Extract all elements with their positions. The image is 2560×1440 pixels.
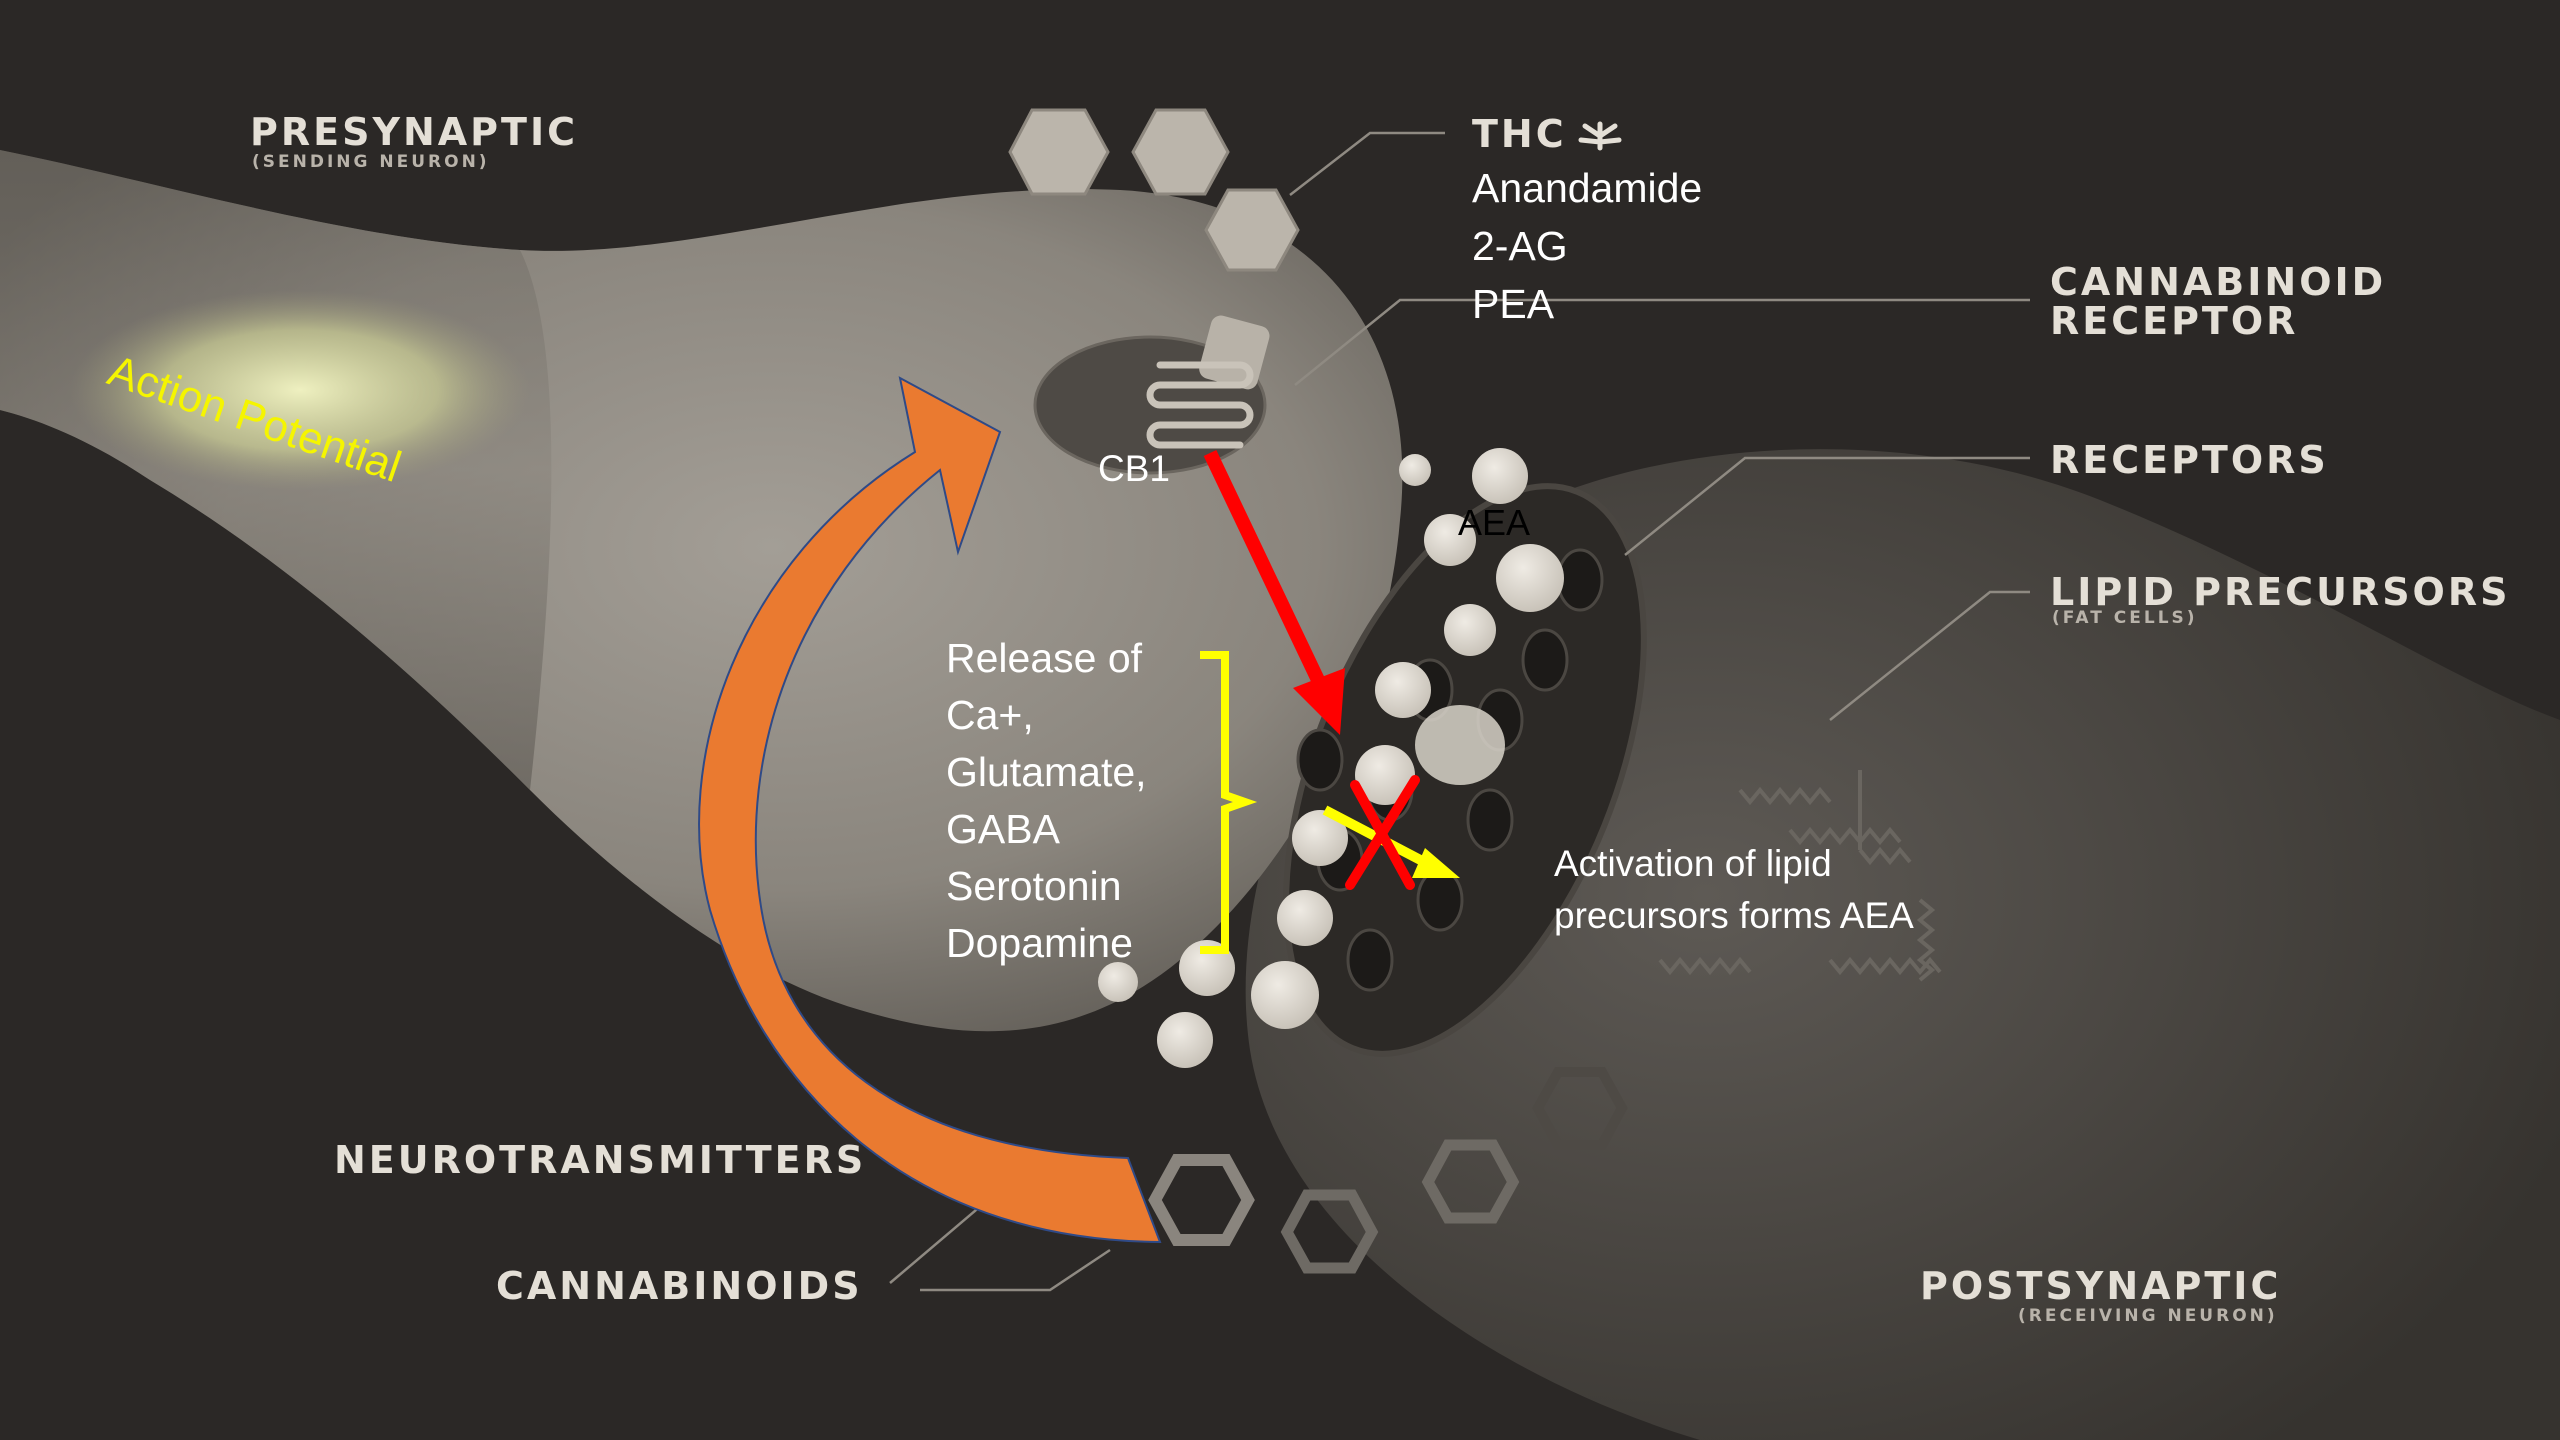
aea-label: AEA [1458, 502, 1530, 544]
activation-line: precursors forms AEA [1554, 890, 1914, 942]
cannabinoid-receptor-label-1: CANNABINOID [2050, 262, 2386, 302]
release-line: Serotonin [946, 858, 1147, 915]
release-list: Release of Ca+, Glutamate, GABA Serotoni… [946, 630, 1147, 972]
presynaptic-sub-label: (SENDING NEURON) [252, 152, 490, 172]
cannabis-leaf-icon [1575, 114, 1625, 158]
cannabinoid-receptor-label-2: RECEPTOR [2050, 301, 2298, 341]
activation-line: Activation of lipid [1554, 838, 1914, 890]
thc-label: THC [1472, 114, 1567, 154]
lipid-precursors-label: LIPID PRECURSORS [2050, 572, 2511, 612]
release-line: Dopamine [946, 915, 1147, 972]
two-ag-label: 2-AG [1472, 218, 1568, 275]
neurotransmitters-label: NEUROTRANSMITTERS [334, 1140, 866, 1180]
activation-note: Activation of lipid precursors forms AEA [1554, 838, 1914, 942]
cannabinoids-label: CANNABINOIDS [496, 1266, 863, 1306]
postsynaptic-label: POSTSYNAPTIC [1920, 1266, 2281, 1306]
pea-label: PEA [1472, 276, 1554, 333]
release-line: Glutamate, [946, 744, 1147, 801]
cb1-label: CB1 [1098, 445, 1170, 493]
release-line: Release of [946, 630, 1147, 687]
postsynaptic-sub-label: (RECEIVING NEURON) [2018, 1306, 2278, 1326]
release-line: Ca+, [946, 687, 1147, 744]
receptors-label: RECEPTORS [2050, 440, 2329, 480]
release-line: GABA [946, 801, 1147, 858]
anandamide-label: Anandamide [1472, 160, 1702, 217]
presynaptic-label: PRESYNAPTIC [250, 112, 578, 152]
lipid-precursors-sub-label: (FAT CELLS) [2052, 608, 2198, 628]
